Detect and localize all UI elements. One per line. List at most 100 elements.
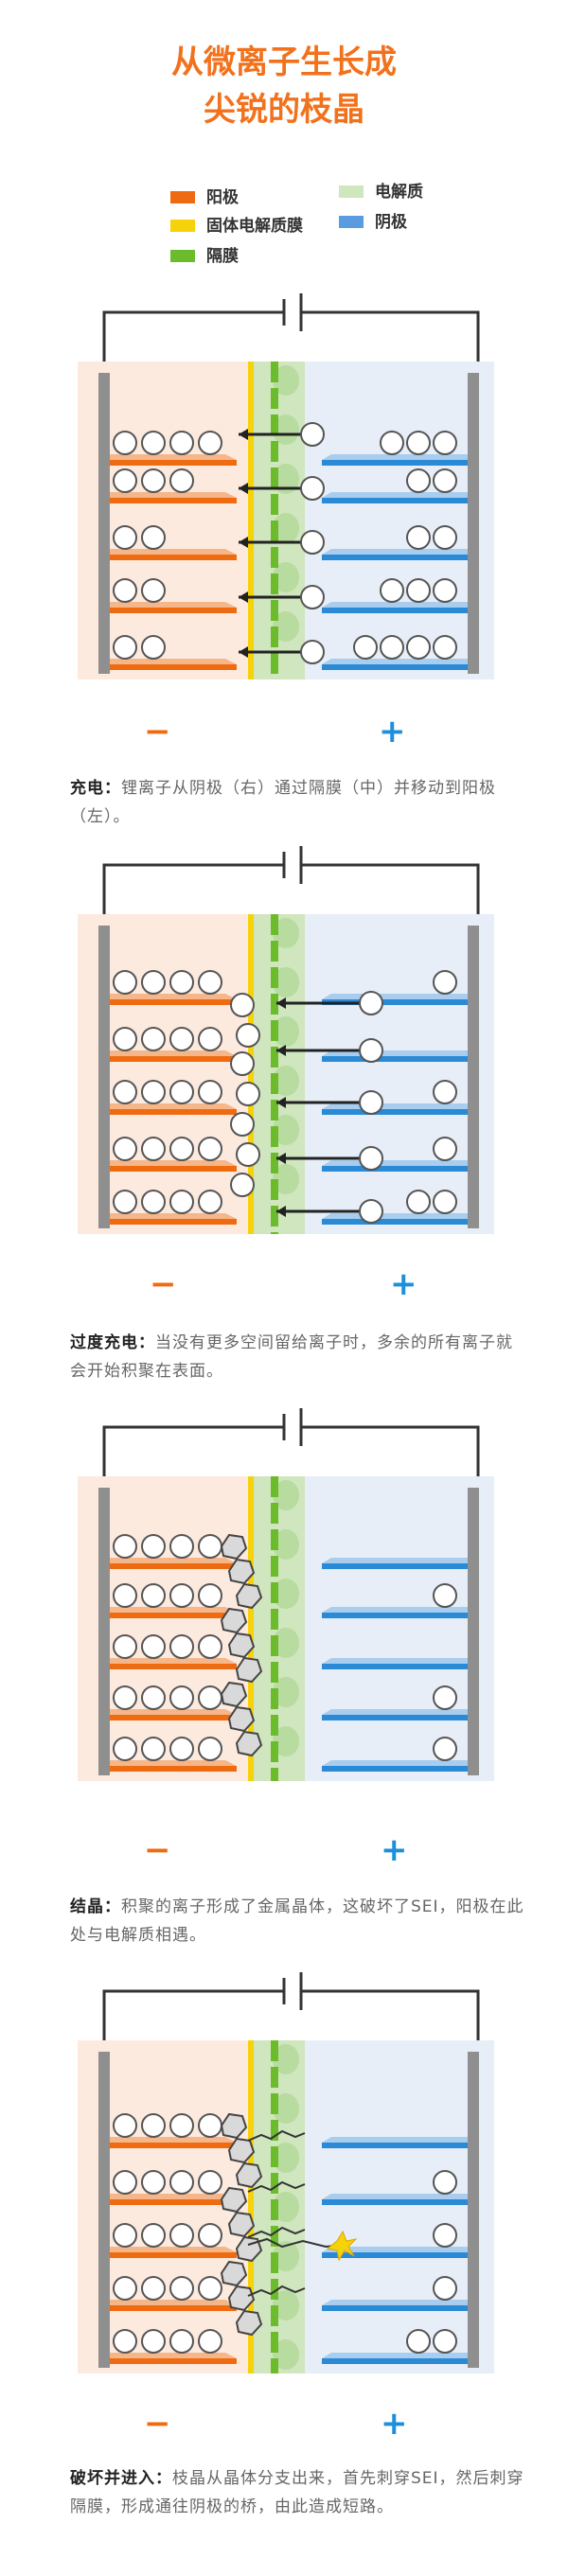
- arrow-head: [239, 483, 248, 494]
- lithium-ion: [113, 468, 137, 493]
- cathode-plate-shadow: [322, 2194, 468, 2199]
- lithium-ion: [300, 585, 325, 609]
- dendrite-branch: [247, 2285, 306, 2297]
- lithium-ion: [113, 970, 137, 995]
- lithium-ion: [359, 991, 383, 1015]
- anode-plate: [110, 1109, 237, 1115]
- cathode-plate-shadow: [322, 1709, 468, 1715]
- metal-crystal: [227, 2137, 256, 2164]
- lithium-ion: [169, 970, 194, 995]
- lithium-ion: [113, 1534, 137, 1559]
- lithium-ion: [236, 1082, 260, 1106]
- anode-plate: [110, 460, 237, 466]
- legend-swatch-electrolyte: [339, 185, 364, 198]
- separator-pore: [273, 1115, 299, 1145]
- anode-plate-shadow: [110, 1607, 237, 1613]
- title-line-2: 尖锐的枝晶: [204, 91, 364, 129]
- separator-pore: [273, 2044, 299, 2074]
- caption-heading: 过度充电：: [70, 1333, 155, 1352]
- lithium-ion: [406, 525, 431, 550]
- anode-plate-shadow: [110, 549, 237, 555]
- anode-plate: [110, 555, 237, 560]
- cathode-plate-shadow: [322, 994, 468, 999]
- caption-heading: 充电：: [70, 779, 121, 798]
- arrow-head: [239, 429, 248, 440]
- cathode-plate: [322, 1766, 468, 1772]
- dendrite-branch: [247, 2237, 346, 2249]
- cathode-plate-shadow: [322, 1658, 468, 1664]
- lithium-ion: [141, 635, 166, 660]
- lithium-ion: [141, 970, 166, 995]
- caption-crystallization: 结晶：积聚的离子形成了金属晶体，这破坏了SEI，阳极在此处与电解质相遇。: [70, 1893, 524, 1950]
- lithium-ion: [169, 1534, 194, 1559]
- metal-crystal: [220, 2186, 248, 2214]
- cathode-plate-shadow: [322, 1160, 468, 1166]
- anode-current-collector: [98, 2052, 110, 2368]
- title-line-1: 从微离子生长成: [171, 44, 397, 81]
- lithium-ion: [113, 1634, 137, 1659]
- metal-crystal: [220, 2260, 248, 2287]
- anode-plate-shadow: [110, 2300, 237, 2305]
- lithium-ion: [230, 1051, 255, 1076]
- cathode-plate-shadow: [322, 492, 468, 498]
- circuit-wire: [102, 310, 480, 369]
- caption-text: 锂离子从阴极（右）通过隔膜（中）并移动到阳极（左）。: [70, 779, 496, 826]
- caption-overcharging: 过度充电：当没有更多空间留给离子时，多余的所有离子就会开始积聚在表面。: [70, 1329, 524, 1385]
- anode-plate-shadow: [110, 1709, 237, 1715]
- anode-plate-shadow: [110, 492, 237, 498]
- lithium-ion: [113, 2329, 137, 2354]
- lithium-ion: [380, 578, 404, 603]
- caption-text: 积聚的离子形成了金属晶体，这破坏了SEI，阳极在此处与电解质相遇。: [70, 1897, 524, 1945]
- anode-plate-shadow: [110, 1050, 237, 1056]
- cathode-plate-shadow: [322, 454, 468, 460]
- cathode-plate-shadow: [322, 549, 468, 555]
- metal-crystal: [227, 1705, 256, 1733]
- anode-plate-shadow: [110, 659, 237, 664]
- lithium-ion: [236, 1023, 260, 1048]
- lithium-ion: [359, 1146, 383, 1171]
- anode-plate-shadow: [110, 454, 237, 460]
- cathode-plate-shadow: [322, 1213, 468, 1219]
- cathode-plate: [322, 1664, 468, 1669]
- cathode-plate: [322, 1219, 468, 1225]
- anode-plate: [110, 1563, 237, 1569]
- cathode-plate-shadow: [322, 1103, 468, 1109]
- lithium-ion: [433, 431, 457, 455]
- cathode-current-collector: [468, 926, 479, 1228]
- cathode-plate: [322, 1715, 468, 1720]
- cathode-plate: [322, 555, 468, 560]
- lithium-ion: [433, 468, 457, 493]
- anode-plate-shadow: [110, 2137, 237, 2143]
- lithium-ion: [113, 1027, 137, 1051]
- lithium-ion: [169, 1137, 194, 1161]
- lithium-ion: [230, 993, 255, 1017]
- legend-label: 阳极: [206, 188, 239, 207]
- legend-item-electrolyte: 电解质: [339, 180, 423, 204]
- legend-swatch-cathode: [339, 215, 364, 228]
- lithium-ion: [169, 2223, 194, 2248]
- lithium-ion: [113, 1583, 137, 1608]
- lithium-ion: [141, 2329, 166, 2354]
- legend-swatch-sei: [170, 219, 195, 232]
- metal-crystal: [227, 1558, 256, 1585]
- arrow-head: [239, 646, 248, 658]
- lithium-ion: [198, 1137, 222, 1161]
- negative-sign: −: [150, 1265, 177, 1303]
- cathode-plate: [322, 460, 468, 466]
- lithium-ion: [198, 1737, 222, 1761]
- lithium-ion: [433, 2329, 457, 2354]
- cathode-plate-shadow: [322, 1558, 468, 1563]
- anode-plate-shadow: [110, 2247, 237, 2252]
- lithium-ion: [380, 431, 404, 455]
- metal-crystal: [220, 2112, 248, 2140]
- cathode-plate: [322, 2143, 468, 2148]
- metal-crystal: [227, 2211, 256, 2238]
- lithium-ion: [198, 2276, 222, 2301]
- anode-plate: [110, 1613, 237, 1618]
- lithium-ion: [433, 578, 457, 603]
- anode-plate-shadow: [110, 1558, 237, 1563]
- separator-pore: [273, 1164, 299, 1194]
- positive-sign: +: [379, 713, 406, 750]
- cathode-plate: [322, 1166, 468, 1172]
- anode-plate-shadow: [110, 1760, 237, 1766]
